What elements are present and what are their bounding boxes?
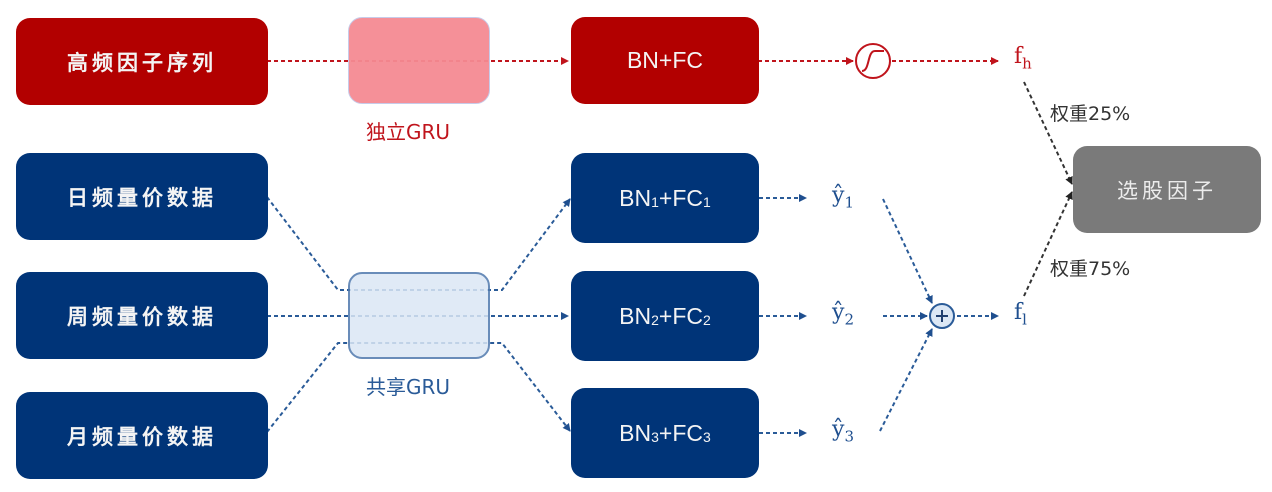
monthly-input-box: 月频量价数据 [16, 392, 268, 479]
hf-input-label: 高频因子序列 [67, 49, 217, 75]
y-hat-3-subscript: 3 [844, 427, 854, 446]
fl-base: f [1014, 300, 1023, 325]
daily-input-label: 日频量价数据 [67, 184, 217, 210]
hf-input-box: 高频因子序列 [16, 18, 268, 105]
fh-subscript: h [1022, 54, 1032, 73]
stock-selection-factor-box: 选股因子 [1073, 146, 1261, 233]
fl-symbol: fl [1014, 300, 1027, 328]
fc-3-label: FC [672, 419, 704, 446]
plus-1: + [658, 184, 673, 211]
daily-input-box: 日频量价数据 [16, 153, 268, 240]
edge-fh-to-final [1023, 81, 1073, 185]
edge-y1-to-sum [882, 198, 933, 304]
stock-selection-factor-label: 选股因子 [1117, 178, 1217, 203]
hf-bnfc-label: BN+FC [626, 47, 704, 73]
edge-fl-to-final [1023, 191, 1073, 297]
edge-monthly-to-bnfc3 [266, 342, 571, 433]
y-hat-1-subscript: 1 [844, 193, 854, 212]
weight-75-label: 权重75% [1050, 258, 1131, 280]
shared-gru-label: 共享GRU [366, 375, 451, 399]
y-hat-1: ŷ1 [832, 183, 854, 211]
bn-2-label: BN [619, 302, 652, 329]
weekly-input-label: 周频量价数据 [67, 303, 217, 329]
fc-2-label: FC [672, 302, 704, 329]
sigmoid-icon [855, 43, 891, 79]
hf-bnfc-box: BN+FC [571, 17, 759, 104]
fl-subscript: l [1022, 310, 1027, 329]
weight-25-label: 权重25% [1050, 103, 1131, 125]
shared-gru-box [348, 272, 490, 359]
bn-3-label: BN [619, 419, 652, 446]
edge-y3-to-sum [879, 328, 933, 432]
fh-symbol: fh [1014, 44, 1032, 72]
y-hat-1-base: ŷ [832, 183, 845, 208]
fh-base: f [1014, 44, 1023, 69]
weekly-input-box: 周频量价数据 [16, 272, 268, 359]
bn-2-index: 2 [651, 312, 659, 328]
y-hat-3-base: ŷ [832, 417, 845, 442]
bn-1-label: BN [619, 184, 652, 211]
plus-3: + [658, 419, 673, 446]
y-hat-3: ŷ3 [832, 417, 854, 445]
y-hat-2-base: ŷ [832, 300, 845, 325]
monthly-input-label: 月频量价数据 [67, 423, 217, 449]
plus-2: + [658, 302, 673, 329]
fc-1-index: 1 [703, 194, 711, 210]
fc-1-label: FC [672, 184, 704, 211]
y-hat-2-subscript: 2 [844, 310, 854, 329]
fc-3-index: 3 [703, 429, 711, 445]
bn-3-index: 3 [651, 429, 659, 445]
independent-gru-label: 独立GRU [366, 120, 451, 144]
plus-circle-icon [929, 303, 955, 329]
y-hat-2: ŷ2 [832, 300, 854, 328]
bn-1-index: 1 [651, 194, 659, 210]
independent-gru-box [348, 17, 490, 104]
fc-2-index: 2 [703, 312, 711, 328]
